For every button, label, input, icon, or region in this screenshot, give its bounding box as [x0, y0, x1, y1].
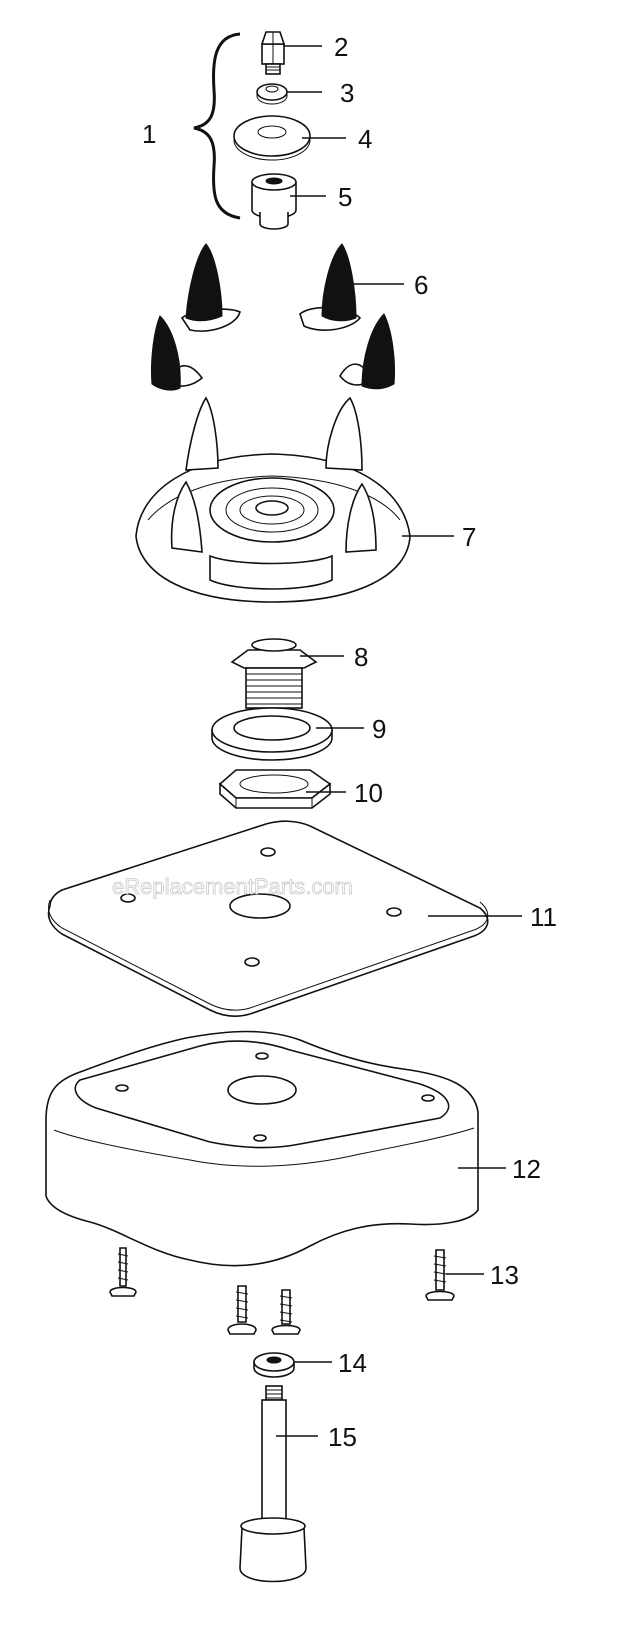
callout-1: 1: [142, 119, 156, 149]
part-15-foot: [239, 1385, 307, 1583]
callout-10: 10: [354, 778, 383, 808]
part-6-blades: [151, 243, 395, 391]
callout-8: 8: [354, 642, 368, 672]
part-7-blade-base: [135, 396, 411, 603]
part-4-washer: [233, 115, 311, 161]
leader-lines: [276, 45, 522, 1437]
callout-14: 14: [338, 1348, 367, 1378]
watermark: eReplacementParts.com: [112, 874, 353, 899]
callout-9: 9: [372, 714, 386, 744]
part-11-mounting-plate: [47, 820, 489, 1017]
part-8-threaded-bearing: [230, 638, 318, 709]
part-14-washer: [253, 1352, 295, 1378]
callout-13: 13: [490, 1260, 519, 1290]
part-5-bushing: [251, 173, 297, 230]
callout-4: 4: [358, 124, 372, 154]
callout-2: 2: [334, 32, 348, 62]
part-10-hex-nut: [218, 769, 332, 809]
callout-12: 12: [512, 1154, 541, 1184]
callout-6: 6: [414, 270, 428, 300]
part-group-1: [193, 32, 241, 220]
part-9-gasket: [211, 707, 333, 761]
callout-3: 3: [340, 78, 354, 108]
callout-5: 5: [338, 182, 352, 212]
callout-labels: 1 2 3 4 5 6 7 8 9 10 11 12 13 14 15: [142, 32, 557, 1452]
callout-15: 15: [328, 1422, 357, 1452]
callout-11: 11: [530, 902, 557, 932]
part-13-screws: [109, 1247, 455, 1335]
callout-7: 7: [462, 522, 476, 552]
part-12-motor-base: [45, 1030, 479, 1267]
part-3-washer: [256, 83, 288, 105]
part-2-cap-nut: [260, 31, 286, 75]
